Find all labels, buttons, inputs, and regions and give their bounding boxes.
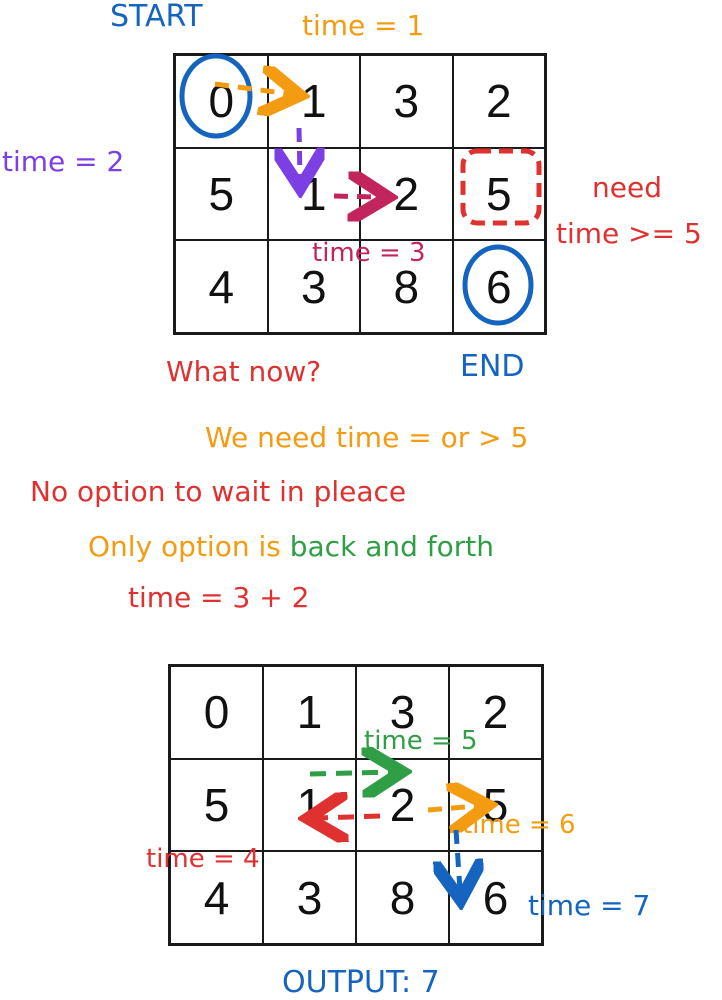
output-label: OUTPUT: 7 [282,965,440,1000]
start-label: START [110,0,203,34]
grid-top-cell: 1 [267,147,360,241]
grid-top-cell: 2 [360,147,453,241]
what-now-label: What now? [166,355,322,388]
grid-bottom-cell: 4 [170,851,263,944]
grid-top-cell: 6 [452,240,545,333]
grid-bottom-cell: 2 [449,666,542,759]
time-2-label: time = 2 [2,145,125,178]
time-1-label: time = 1 [302,9,425,42]
grid-top-cell: 8 [360,240,453,333]
grid-top-cell: 5 [452,147,545,241]
time-3-label: time = 3 [312,238,426,268]
time-4-label: time = 4 [146,844,260,874]
back-forth-note-highlight: back and forth [289,530,494,563]
grid-bottom-cell: 0 [170,666,263,759]
back-forth-note-prefix: Only option is [88,530,290,563]
grid-bottom-cell: 2 [356,758,449,852]
time-6-label: time = 6 [462,810,576,840]
grid-top-cell: 1 [267,55,360,148]
no-wait-note: No option to wait in pleace [30,475,407,508]
grid-bottom-cell: 3 [356,666,449,759]
grid-bottom-cell: 5 [170,758,263,852]
end-label: END [460,349,525,384]
grid-top-cell: 4 [175,240,268,333]
time-7-label: time = 7 [528,889,651,922]
time-sum-note: time = 3 + 2 [128,581,310,614]
grid-bottom-cell: 1 [263,666,356,759]
grid-bottom: 0 1 3 2 5 1 2 5 4 3 8 6 [168,664,544,946]
need-time-label: time >= 5 [556,217,702,250]
grid-bottom-cell: 6 [449,851,542,944]
grid-bottom-cell: 1 [263,758,356,852]
back-forth-note: Only option is back and forth [88,533,494,561]
grid-bottom-cell: 8 [356,851,449,944]
grid-top-cell: 5 [175,147,268,241]
grid-top-cell: 2 [452,55,545,148]
grid-top-cell: 0 [175,55,268,148]
need-label: need [592,171,662,204]
grid-top-cell: 3 [267,240,360,333]
grid-top: 0 1 3 2 5 1 2 5 4 3 8 6 [173,53,547,335]
grid-top-cell: 3 [360,55,453,148]
time-5-label: time = 5 [364,726,478,756]
need-time-note: We need time = or > 5 [205,421,529,454]
grid-bottom-cell: 3 [263,851,356,944]
